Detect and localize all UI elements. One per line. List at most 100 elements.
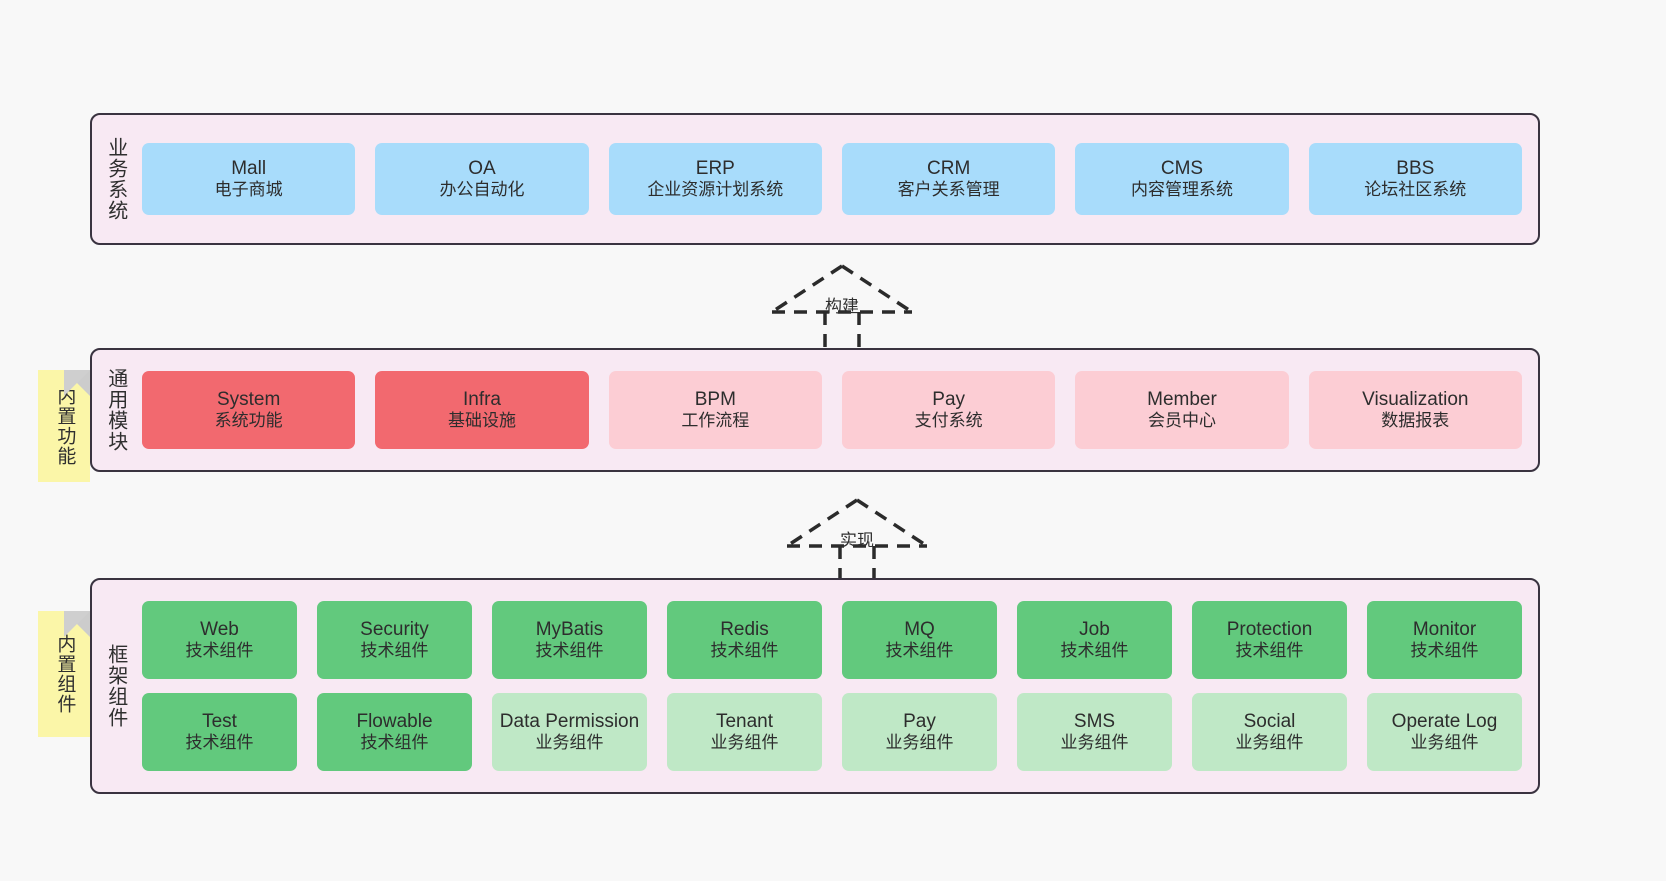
component-card-name: Visualization <box>1362 389 1469 411</box>
component-card-desc: 业务组件 <box>710 733 779 753</box>
note-fold-icon <box>64 611 90 637</box>
component-card-name: Infra <box>462 389 501 411</box>
component-card-desc: 客户关系管理 <box>897 180 1000 200</box>
component-card-name: Monitor <box>1412 619 1477 641</box>
component-card-desc: 业务组件 <box>1410 733 1479 753</box>
component-card-desc: 工作流程 <box>681 411 750 431</box>
component-card-desc: 业务组件 <box>1060 733 1129 753</box>
component-card-name: Job <box>1079 619 1110 641</box>
connector-implement: 实现 <box>772 492 942 584</box>
arrowhead-left-edge <box>786 498 858 548</box>
component-card-desc: 数据报表 <box>1381 411 1450 431</box>
note-builtin-component: 内置组件 <box>38 611 90 737</box>
component-card-name: Tenant <box>715 711 774 733</box>
component-card-name: Test <box>202 711 237 733</box>
connector-build: 构建 <box>757 258 927 350</box>
component-card-name: ERP <box>695 158 735 180</box>
component-card-name: Pay <box>932 389 966 411</box>
arrowhead-right-edge <box>856 498 928 548</box>
component-card-desc: 技术组件 <box>1235 641 1304 661</box>
component-card-name: Flowable <box>356 711 433 733</box>
connector-build-label: 构建 <box>825 297 859 316</box>
layer-label-framework-component: 框架组件 <box>104 644 127 728</box>
component-card-name: SMS <box>1073 711 1116 733</box>
connector-implement-label: 实现 <box>840 531 874 550</box>
component-card-desc: 技术组件 <box>885 641 954 661</box>
component-card-name: Security <box>360 619 429 641</box>
arrowhead-left-edge <box>771 264 843 314</box>
component-card-desc: 技术组件 <box>185 641 254 661</box>
component-card-desc: 办公自动化 <box>439 180 525 200</box>
component-card-desc: 内容管理系统 <box>1130 180 1233 200</box>
component-card-name: System <box>216 389 281 411</box>
component-card-name: OA <box>468 158 496 180</box>
component-card-desc: 技术组件 <box>360 641 429 661</box>
component-card-desc: 业务组件 <box>1235 733 1304 753</box>
component-card-name: BPM <box>694 389 736 411</box>
component-card-name: Operate Log <box>1391 711 1498 733</box>
component-card-desc: 业务组件 <box>885 733 954 753</box>
component-card-desc: 基础设施 <box>447 411 516 431</box>
component-card-desc: 技术组件 <box>185 733 254 753</box>
component-card-desc: 支付系统 <box>914 411 983 431</box>
component-card-name: Mall <box>231 158 267 180</box>
component-card-desc: 技术组件 <box>360 733 429 753</box>
note-builtin-component-label: 内置组件 <box>54 634 76 714</box>
layer-label-common-module: 通用模块 <box>104 368 127 452</box>
component-card-desc: 会员中心 <box>1147 411 1216 431</box>
component-card-desc: 技术组件 <box>535 641 604 661</box>
component-card-name: CMS <box>1160 158 1204 180</box>
component-card-name: Web <box>200 619 239 641</box>
component-card-name: MyBatis <box>535 619 604 641</box>
component-card-desc: 技术组件 <box>710 641 779 661</box>
component-card-name: Member <box>1147 389 1217 411</box>
component-card-desc: 系统功能 <box>214 411 283 431</box>
component-card-name: BBS <box>1396 158 1435 180</box>
arrowhead-right-edge <box>841 264 913 314</box>
component-card-name: Redis <box>720 619 769 641</box>
component-card-desc: 技术组件 <box>1410 641 1479 661</box>
component-card-name: Protection <box>1226 619 1313 641</box>
component-card-desc: 论坛社区系统 <box>1364 180 1467 200</box>
note-fold-icon <box>64 370 90 396</box>
component-card-name: Data Permission <box>499 711 640 733</box>
